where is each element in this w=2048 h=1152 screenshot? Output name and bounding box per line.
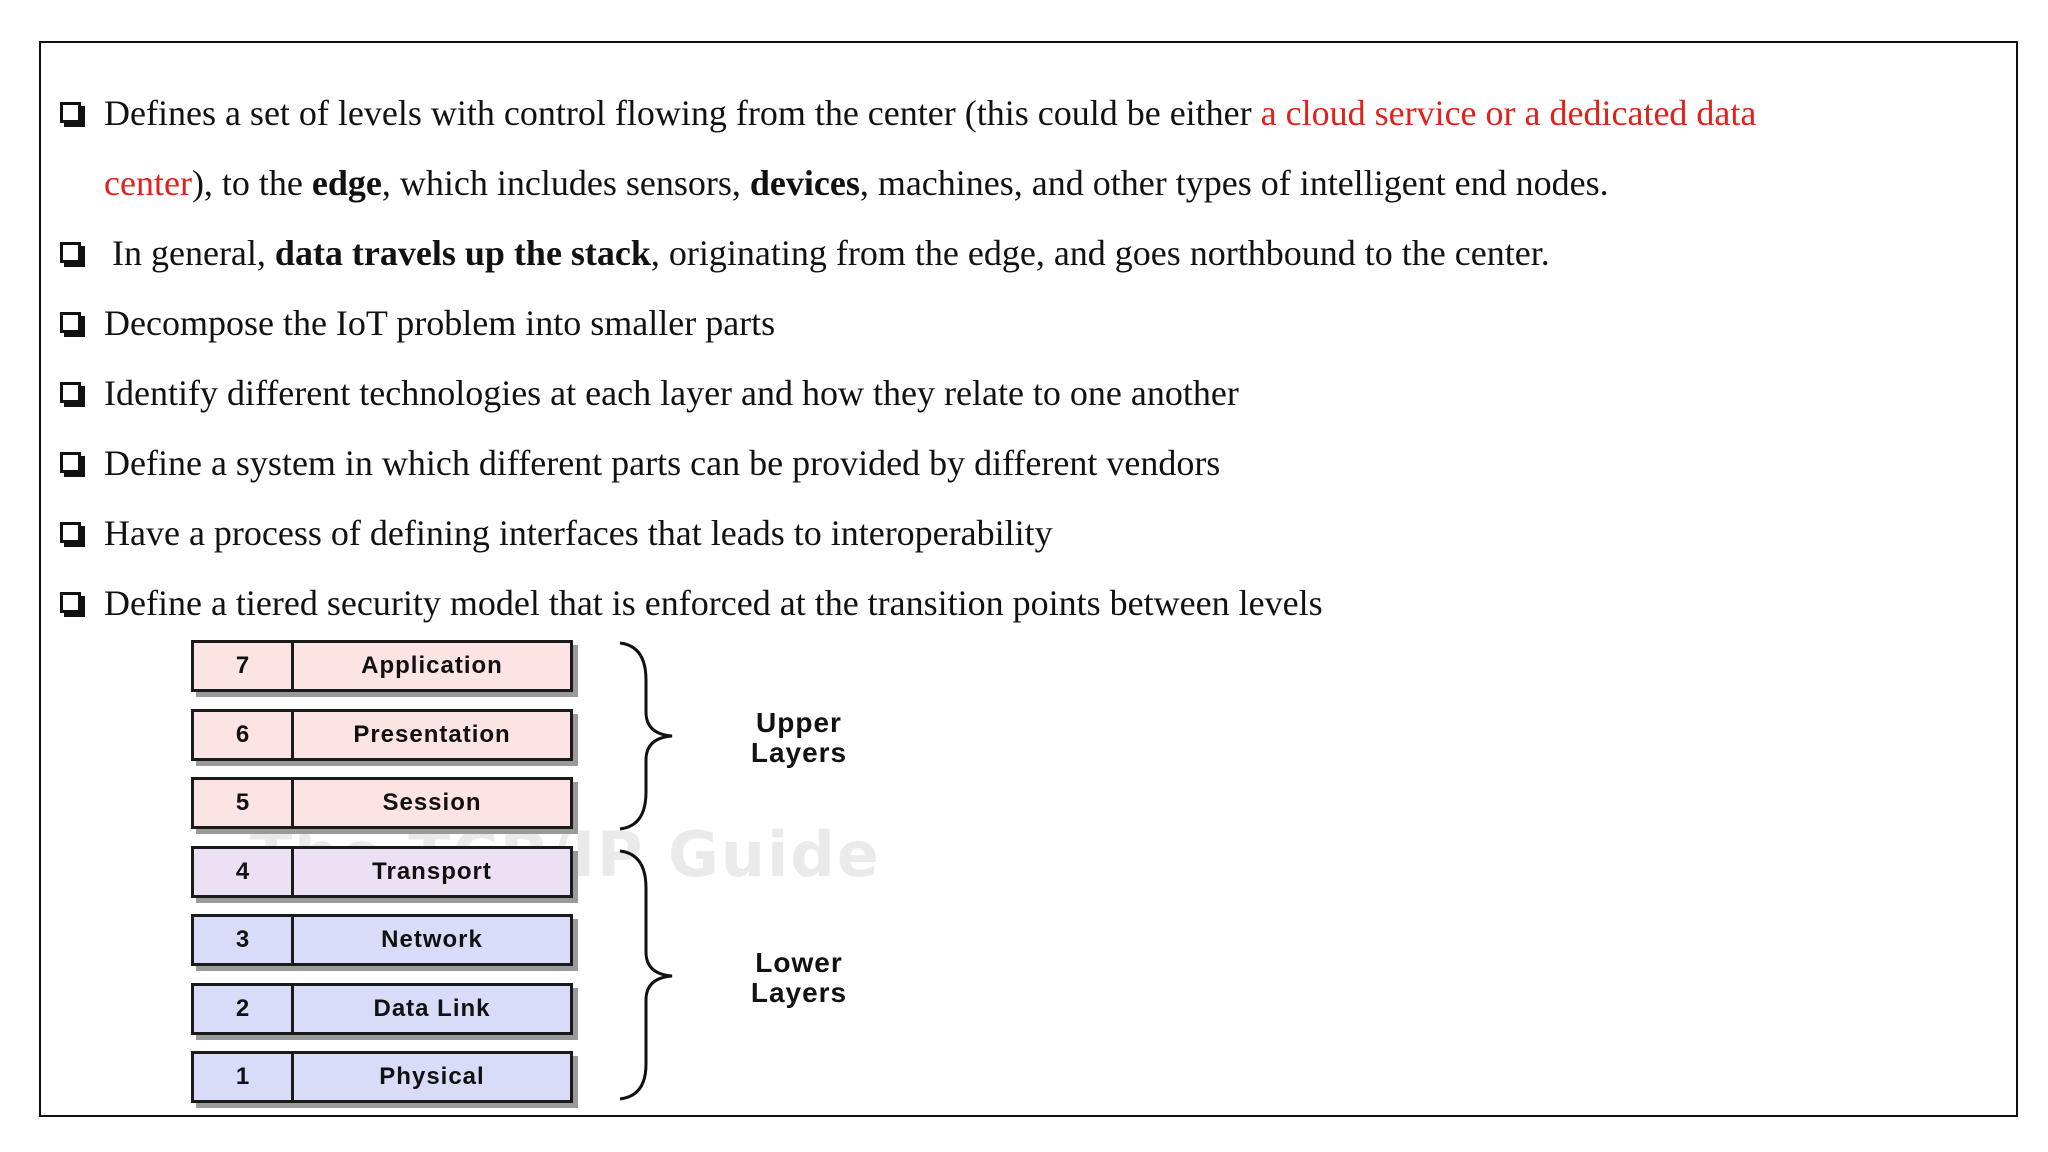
bullet-item: Define a system in which different parts… <box>56 428 1996 498</box>
bullet-text: Define a tiered security model that is e… <box>104 583 1323 623</box>
checkbox-bullet-icon <box>60 452 81 473</box>
bullet-text-segment: ), to the <box>191 163 312 203</box>
bullet-item: Have a process of defining interfaces th… <box>56 498 1996 568</box>
bullet-text: Have a process of defining interfaces th… <box>104 513 1053 553</box>
bullet-text: In general, data travels up the stack, o… <box>104 233 1550 273</box>
bullet-text-segment: Identify different technologies at each … <box>104 373 1239 413</box>
bullet-text-segment: a cloud service or a dedicated data <box>1260 93 1757 133</box>
bullet-text-segment: Define a system in which different parts… <box>104 443 1221 483</box>
checkbox-bullet-icon <box>60 242 81 263</box>
bullet-item: In general, data travels up the stack, o… <box>56 218 1996 288</box>
bullet-text-segment: Decompose the IoT problem into smaller p… <box>104 303 776 343</box>
bullet-list: Defines a set of levels with control flo… <box>56 78 1996 638</box>
checkbox-bullet-icon <box>60 312 81 333</box>
checkbox-bullet-icon <box>60 382 81 403</box>
checkbox-bullet-icon <box>60 102 81 123</box>
bullet-text-segment: In general, <box>112 233 275 273</box>
bullet-text: Identify different technologies at each … <box>104 373 1239 413</box>
bullet-item: Defines a set of levels with control flo… <box>56 78 1996 218</box>
checkbox-bullet-icon <box>60 522 81 543</box>
bullet-text-segment: center <box>104 163 192 203</box>
bullet-text-segment: data travels up the stack <box>274 233 651 273</box>
bullet-text-segment: , which includes sensors, <box>381 163 750 203</box>
bullet-text: Decompose the IoT problem into smaller p… <box>104 303 775 343</box>
bullet-text-segment: , originating from the edge, and goes no… <box>650 233 1550 273</box>
bullet-item: Define a tiered security model that is e… <box>56 568 1996 638</box>
bullet-text-segment: edge <box>311 163 382 203</box>
bullet-text: Define a system in which different parts… <box>104 443 1220 483</box>
bullet-item: Identify different technologies at each … <box>56 358 1996 428</box>
bullet-text-segment: Have a process of defining interfaces th… <box>104 513 1053 553</box>
bullet-item: Decompose the IoT problem into smaller p… <box>56 288 1996 358</box>
bullet-text-segment: devices <box>749 163 860 203</box>
bullet-text-segment: Define a tiered security model that is e… <box>104 583 1323 623</box>
bullet-text: Defines a set of levels with control flo… <box>104 93 1756 203</box>
content-frame <box>39 41 2018 1117</box>
bullet-text-segment: , machines, and other types of intellige… <box>859 163 1609 203</box>
bullet-text-segment: Defines a set of levels with control flo… <box>104 93 1261 133</box>
checkbox-bullet-icon <box>60 592 81 613</box>
